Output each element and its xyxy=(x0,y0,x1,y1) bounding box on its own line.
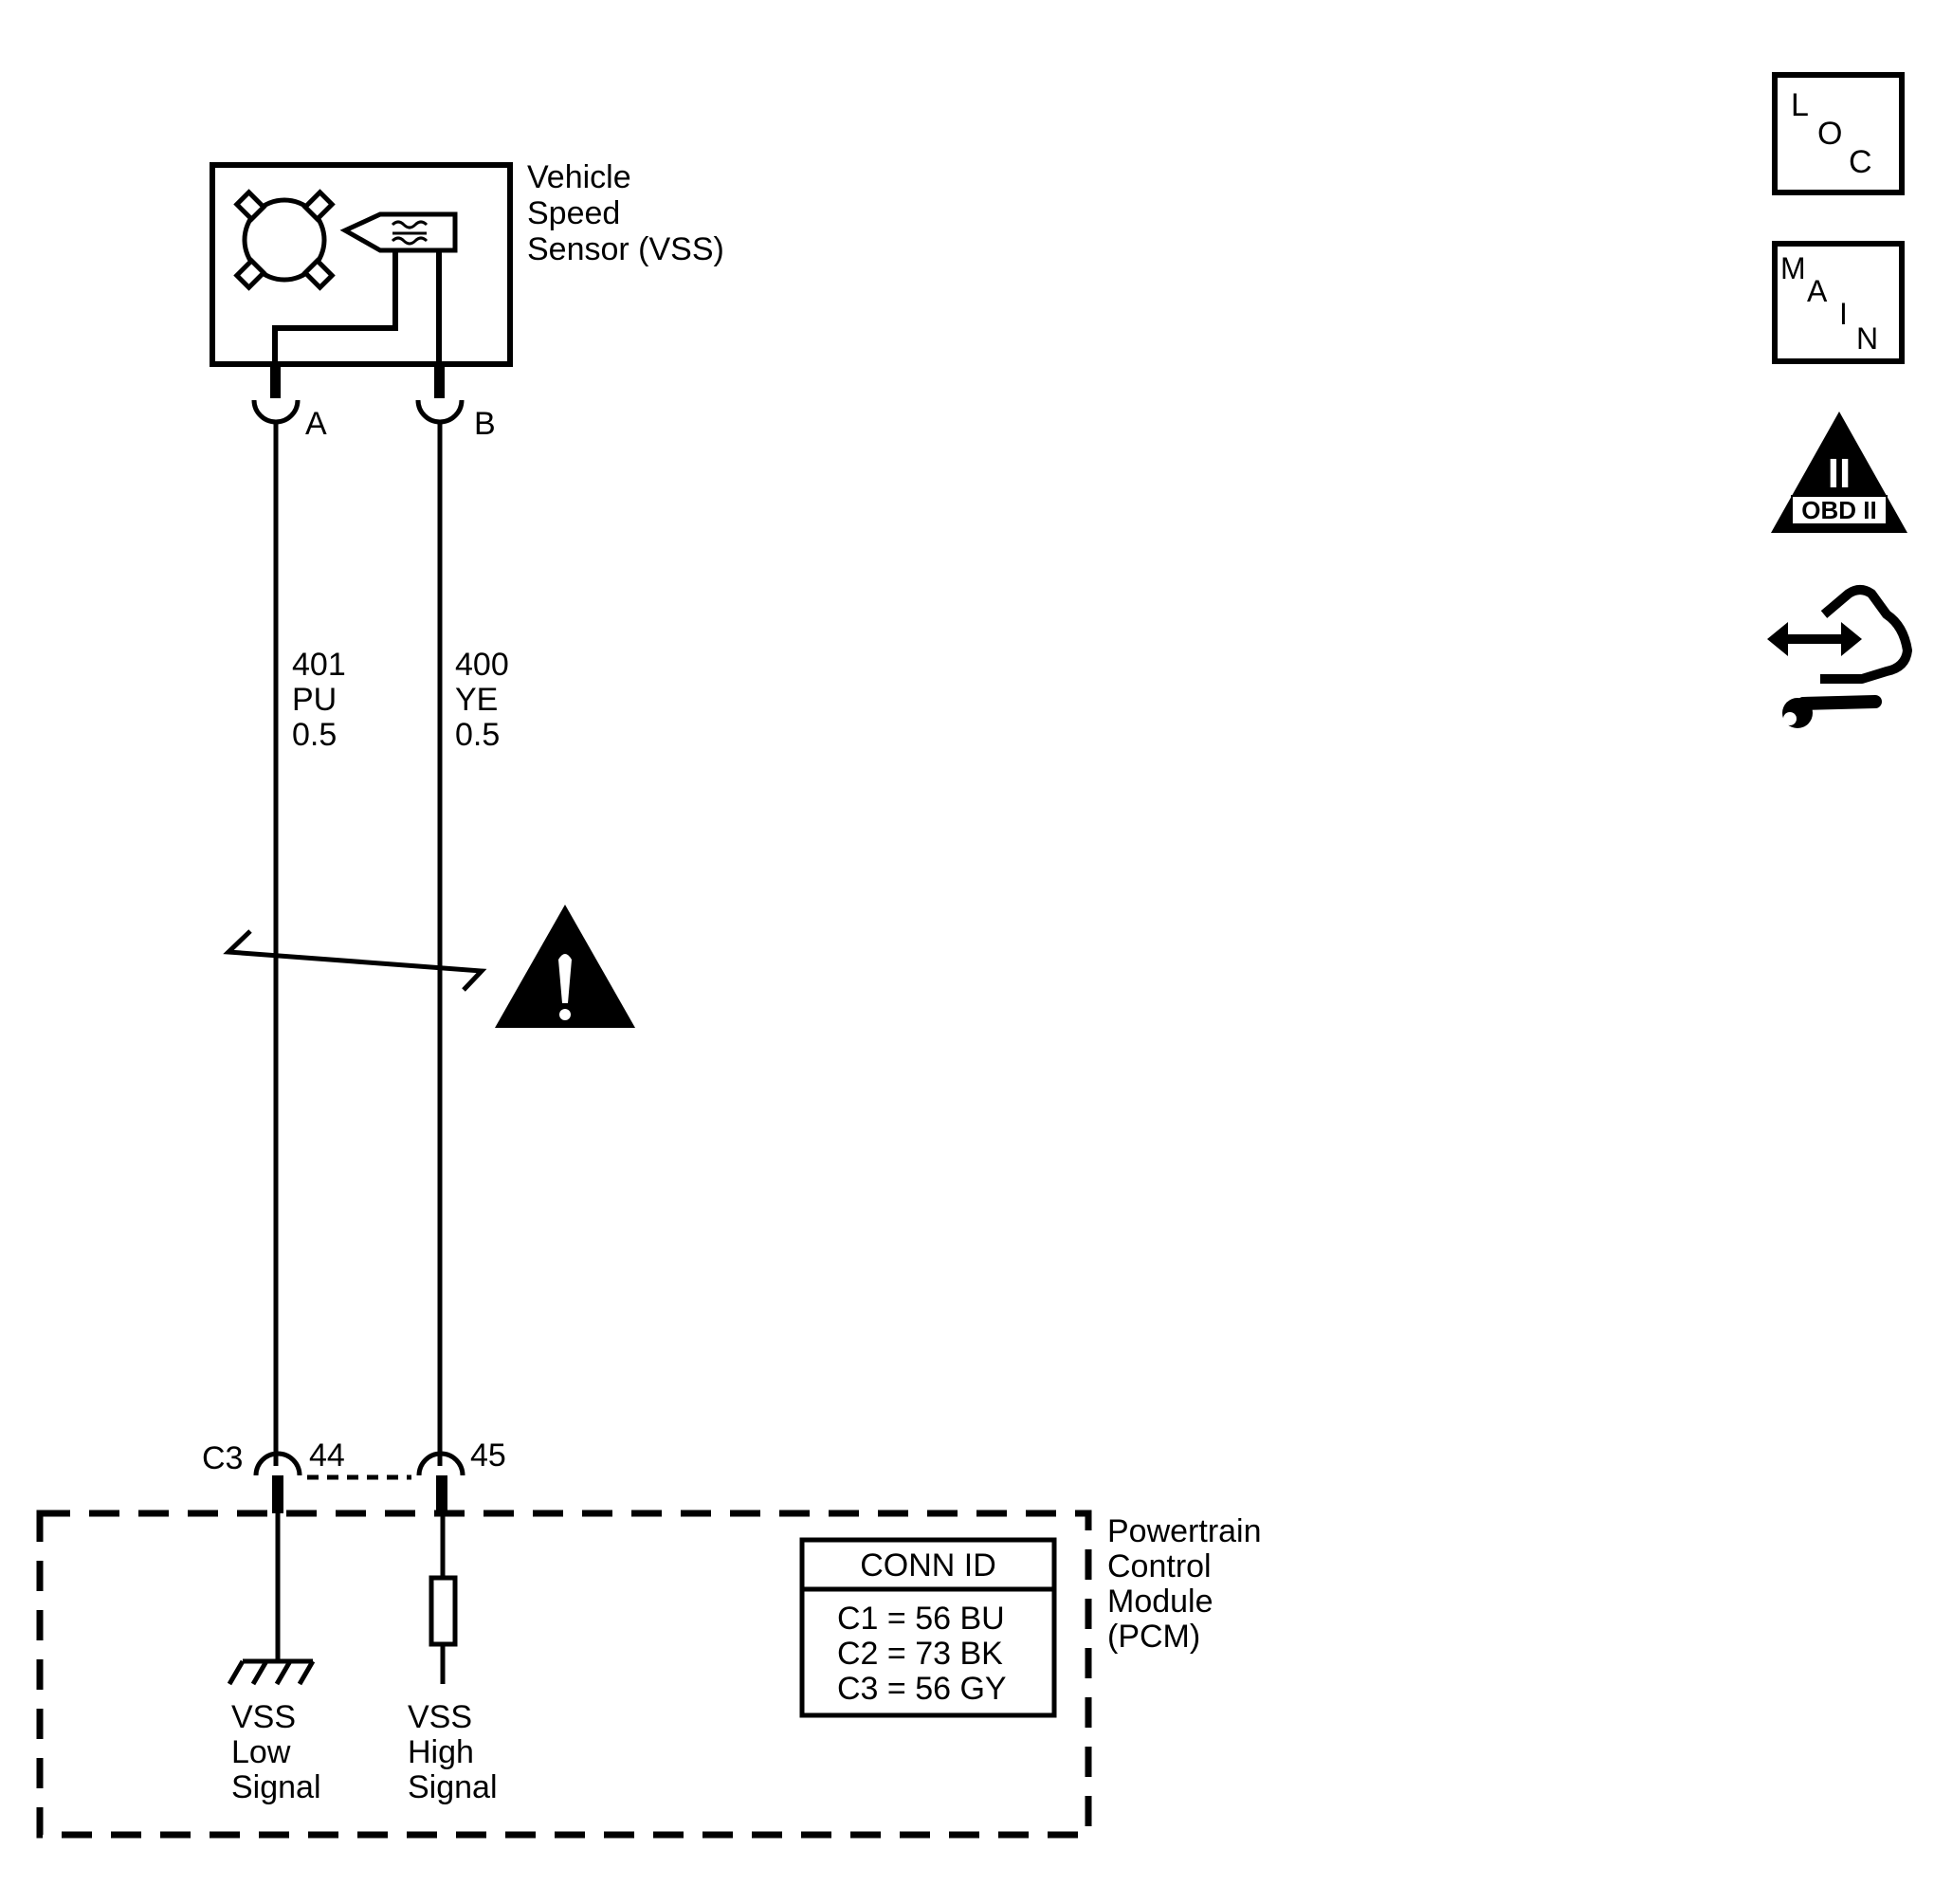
vehicle-speed-sensor: Vehicle Speed Sensor (VSS) xyxy=(210,159,724,367)
conn-id-table: CONN ID C1 = 56 BU C2 = 73 BK C3 = 56 GY xyxy=(799,1537,1057,1718)
loc-letter-c: C xyxy=(1849,144,1872,180)
sensor-name-line3: Sensor (VSS) xyxy=(527,231,724,267)
wire-400-number: 400 xyxy=(455,647,509,683)
main-letter-n: N xyxy=(1856,321,1878,356)
sensor-name-line2: Speed xyxy=(527,195,620,231)
vss-high-line1: VSS xyxy=(408,1699,472,1735)
sensor-name-line1: Vehicle xyxy=(527,159,631,195)
wire-401: 401 PU 0.5 xyxy=(273,421,346,1466)
loc-letter-o: O xyxy=(1817,116,1842,152)
wire-400-color: YE xyxy=(455,682,498,718)
main-icon[interactable]: M A I N xyxy=(1772,241,1905,364)
wire-401-color: PU xyxy=(292,682,337,718)
wire-401-gauge: 0.5 xyxy=(292,717,337,753)
vss-high-line2: High xyxy=(408,1734,474,1770)
main-letter-m: M xyxy=(1780,251,1806,285)
pcm-connector-id: C3 xyxy=(202,1440,243,1476)
wire-400: 400 YE 0.5 xyxy=(437,421,509,1466)
pcm-name-line1: Powertrain xyxy=(1107,1513,1262,1549)
pcm-boundary xyxy=(36,1510,1092,1839)
vss-low-signal: VSS Low Signal xyxy=(227,1513,321,1805)
sensor-wheel-icon xyxy=(233,189,336,291)
component-view-icon[interactable] xyxy=(1767,585,1912,728)
pcm-pin-44: 44 xyxy=(309,1437,345,1474)
conn-id-row-c1: C1 = 56 BU xyxy=(837,1601,1005,1637)
pcm-pin-45: 45 xyxy=(470,1437,506,1474)
sensor-connector: A B xyxy=(251,364,496,442)
vss-high-line3: Signal xyxy=(408,1769,498,1805)
pcm-connector: C3 44 45 xyxy=(202,1437,506,1513)
loc-icon[interactable]: L O C xyxy=(1772,72,1905,195)
pin-a-label: A xyxy=(305,406,327,442)
wire-400-gauge: 0.5 xyxy=(455,717,500,753)
pickup-coil-icon xyxy=(339,211,458,253)
ground-icon xyxy=(227,1658,316,1686)
pcm-name-line2: Control xyxy=(1107,1548,1212,1584)
wire-401-number: 401 xyxy=(292,647,346,683)
loc-letter-l: L xyxy=(1791,87,1809,123)
vss-low-line2: Low xyxy=(231,1734,291,1770)
resistor-icon xyxy=(429,1575,458,1647)
pin-b-label: B xyxy=(474,406,496,442)
pcm-name-line4: (PCM) xyxy=(1107,1619,1200,1655)
obd-numeral: II xyxy=(1828,450,1851,497)
vss-low-line3: Signal xyxy=(231,1769,321,1805)
main-letter-i: I xyxy=(1839,297,1848,331)
pcm-name-line3: Module xyxy=(1107,1584,1213,1620)
main-letter-a: A xyxy=(1807,274,1828,308)
obd-ii-icon[interactable]: II OBD II xyxy=(1771,412,1907,533)
obd-label: OBD II xyxy=(1801,496,1876,524)
conn-id-title: CONN ID xyxy=(860,1547,996,1584)
pcm-name: Powertrain Control Module (PCM) xyxy=(1107,1513,1262,1655)
vss-high-signal: VSS High Signal xyxy=(408,1513,498,1805)
conn-id-row-c3: C3 = 56 GY xyxy=(837,1671,1007,1707)
conn-id-row-c2: C2 = 73 BK xyxy=(837,1636,1003,1672)
caution-icon[interactable] xyxy=(495,905,635,1028)
vss-low-line1: VSS xyxy=(231,1699,296,1735)
twisted-pair-marker xyxy=(223,929,487,992)
